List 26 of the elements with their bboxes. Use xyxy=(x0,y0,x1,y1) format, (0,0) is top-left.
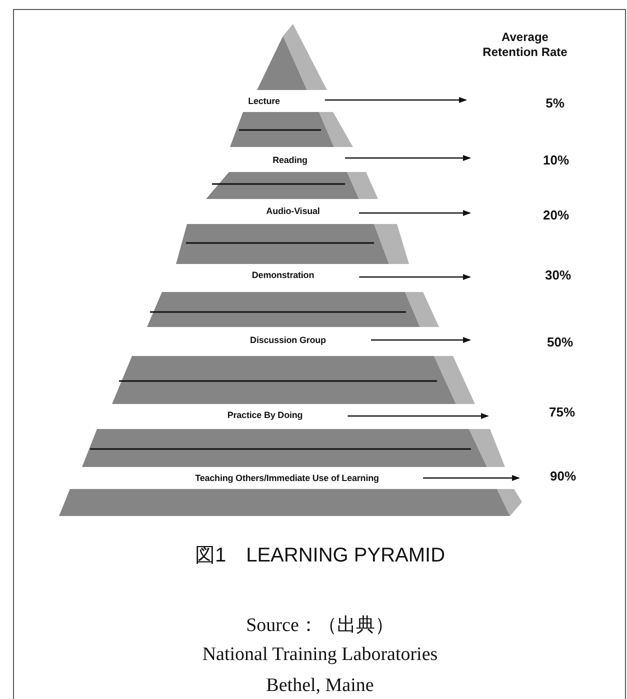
percentage-label: 75% xyxy=(548,404,576,420)
arrow xyxy=(370,337,471,343)
percentage-label: 90% xyxy=(550,468,576,484)
arrow xyxy=(345,155,471,161)
arrow xyxy=(359,210,471,216)
arrow xyxy=(324,97,467,103)
method-label: Teaching Others/Immediate Use of Learning xyxy=(195,473,379,483)
percentage-label: 10% xyxy=(542,152,570,168)
method-label: Audio-Visual xyxy=(266,206,320,216)
method-label: Discussion Group xyxy=(250,335,326,345)
column-heading: Average Retention Rate xyxy=(482,30,568,60)
method-label: Lecture xyxy=(248,96,280,106)
percentage-label: 50% xyxy=(546,334,574,350)
arrow xyxy=(348,413,489,419)
percentage-label: 5% xyxy=(546,96,564,110)
percentage-label: 20% xyxy=(542,208,570,222)
method-label: Reading xyxy=(272,155,308,165)
method-label: Demonstration xyxy=(252,270,314,280)
figure-caption: 図1 LEARNING PYRAMID xyxy=(194,544,446,568)
source-line: Bethel, Maine xyxy=(266,675,374,697)
method-label: Practice By Doing xyxy=(227,410,303,420)
source-line: National Training Laboratories xyxy=(202,644,438,666)
percentage-label: 30% xyxy=(544,268,572,282)
source-line: Source：（出典） xyxy=(246,614,394,638)
arrow xyxy=(359,274,471,280)
arrow xyxy=(423,475,520,481)
